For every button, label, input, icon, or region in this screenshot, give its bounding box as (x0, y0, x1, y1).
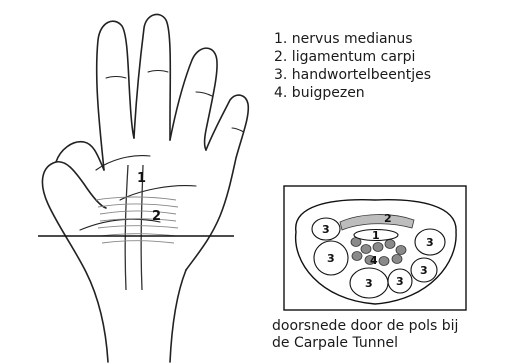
cs-label-bone: 3 (420, 264, 428, 277)
cs-label-bone: 3 (365, 277, 373, 290)
hand-label-nerve: 1 (137, 171, 146, 186)
legend: 1. nervus medianus 2. ligamentum carpi 3… (274, 30, 431, 102)
hand-label-ligament: 2 (152, 209, 161, 224)
hand-drawing (42, 14, 248, 362)
cs-label-bone: 3 (322, 223, 330, 236)
cross-section: 2 1 4 3 3 3 3 3 3 (296, 200, 456, 304)
caption-line: doorsnede door de pols bij (272, 318, 458, 335)
tendon (361, 245, 371, 254)
cs-label-nerve: 1 (372, 229, 380, 242)
legend-item-nerve: 1. nervus medianus (274, 30, 431, 48)
cs-label-bone: 3 (396, 275, 404, 288)
legend-item-bones: 3. handwortelbeentjes (274, 66, 431, 84)
tendon (396, 246, 406, 255)
tendon (352, 252, 362, 261)
tendon (379, 257, 389, 266)
legend-item-tendons: 4. buigpezen (274, 84, 431, 102)
tendon (392, 255, 402, 264)
cs-label-bone: 3 (426, 236, 434, 249)
cs-label-ligament: 2 (384, 212, 392, 225)
cs-label-bone: 3 (327, 252, 335, 265)
legend-item-ligament: 2. ligamentum carpi (274, 48, 431, 66)
tendon (385, 240, 395, 249)
cs-label-tendon: 4 (370, 254, 378, 267)
tendon (373, 243, 383, 252)
cross-section-caption: doorsnede door de pols bij de Carpale Tu… (272, 318, 458, 352)
caption-line: de Carpale Tunnel (272, 335, 458, 352)
